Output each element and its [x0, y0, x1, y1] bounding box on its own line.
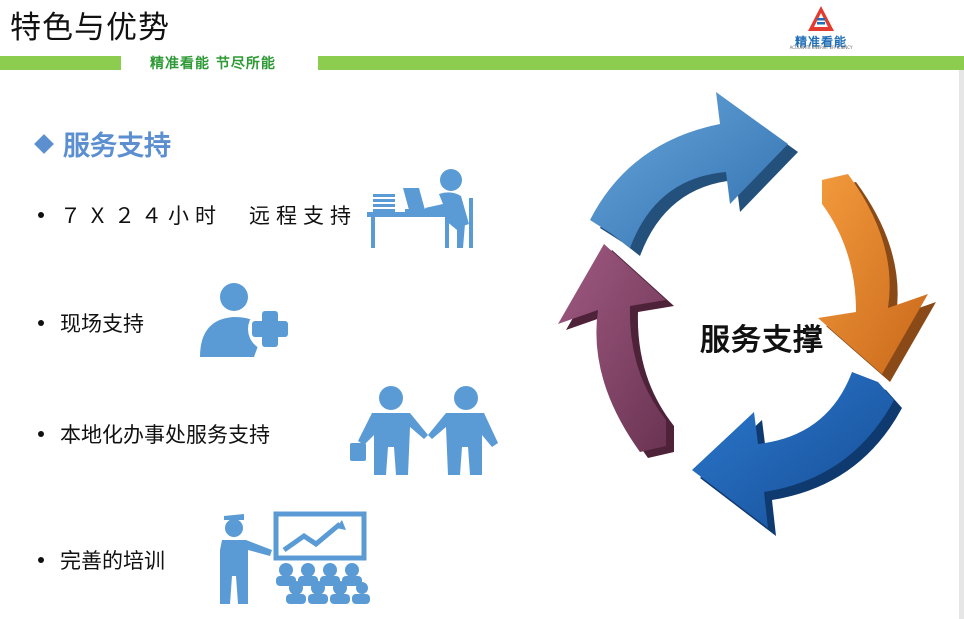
- list-item-text: 完善的培训: [60, 549, 165, 573]
- list-item-remote-support: ７Ｘ２４小时 远程支持: [38, 200, 357, 230]
- section-heading-text: 服务支持: [63, 131, 171, 162]
- diamond-bullet-icon: [34, 133, 54, 154]
- list-item-text: 现场支持: [60, 312, 144, 336]
- company-logo: 精准看能 ACCURATE ENERGY EFFICIENCY: [780, 4, 862, 50]
- list-item-training: 完善的培训: [38, 545, 165, 575]
- section-heading: 服务支持: [33, 124, 171, 163]
- list-item-local-office: 本地化办事处服务支持: [38, 419, 270, 449]
- list-item-text: 本地化办事处服务支持: [60, 423, 270, 447]
- bullet-icon: [38, 557, 44, 563]
- service-cycle-diagram: [558, 92, 936, 536]
- logo-text: 精准看能: [794, 35, 847, 49]
- remote-desk-icon: [367, 169, 473, 248]
- arrow-top-blue: [590, 92, 798, 256]
- arrow-right-orange: [818, 174, 936, 382]
- training-icon: [220, 511, 370, 604]
- page-title: 特色与优势: [10, 10, 170, 46]
- logo-mark-icon: [808, 6, 834, 31]
- cycle-center-label: 服务支撑: [700, 323, 824, 358]
- arrow-left-purple: [558, 244, 674, 458]
- slide-edge: [959, 70, 964, 619]
- list-item-text: ７Ｘ２４小时 远程支持: [60, 204, 357, 228]
- logo-subtext: ACCURATE ENERGY EFFICIENCY: [789, 45, 853, 50]
- arrow-bottom-blue: [692, 372, 902, 536]
- bullet-icon: [38, 431, 44, 437]
- header-band-left: [0, 56, 121, 70]
- bullet-icon: [38, 320, 44, 326]
- bullet-icon: [38, 212, 44, 218]
- header-band-right: [318, 56, 964, 70]
- list-item-onsite-support: 现场支持: [38, 308, 144, 338]
- add-user-icon: [200, 283, 292, 357]
- handshake-icon: [350, 386, 498, 475]
- tagline: 精准看能 节尽所能: [150, 56, 276, 72]
